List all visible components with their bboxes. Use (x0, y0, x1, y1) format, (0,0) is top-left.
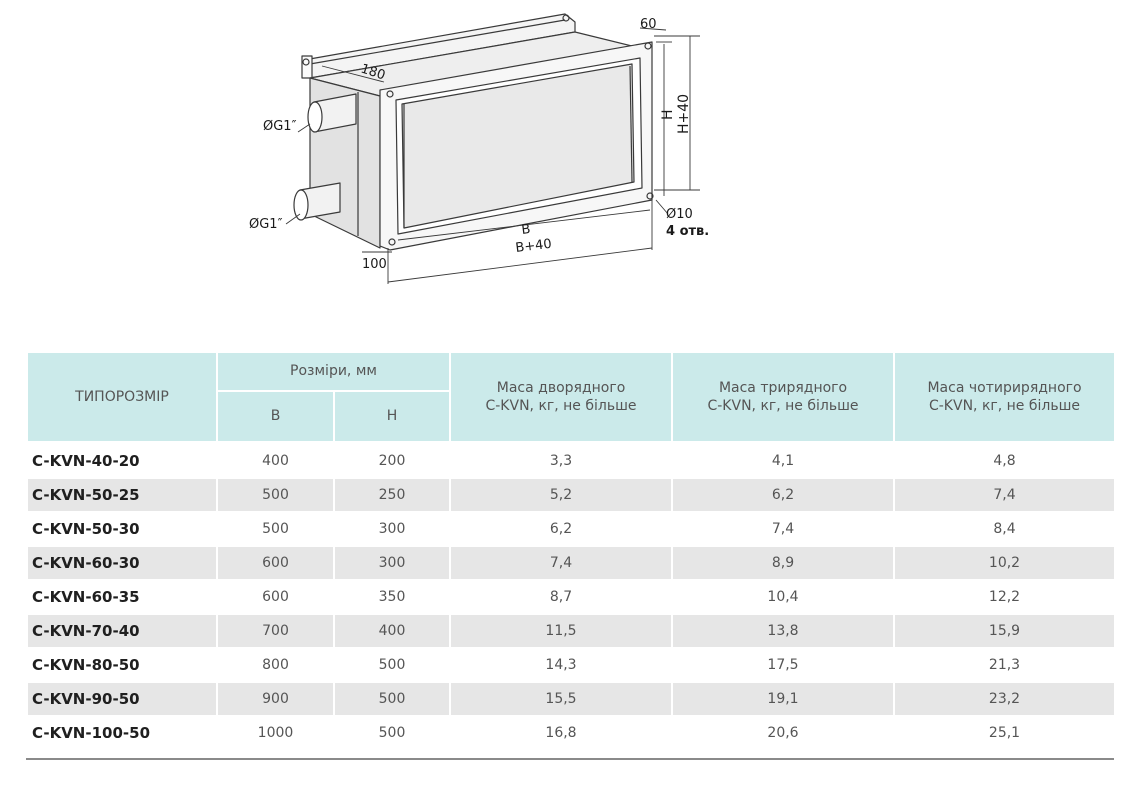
cell-h: 300 (335, 547, 450, 581)
pipe-top-label: ØG1″ (263, 119, 297, 134)
cell-mass-4row: 7,4 (895, 479, 1115, 513)
dim-h: H (660, 109, 676, 120)
table-row: C-KVN-50-25 500 250 5,2 6,2 7,4 (28, 479, 1115, 513)
cell-b: 1000 (218, 717, 333, 751)
cell-h: 500 (335, 717, 450, 751)
table-row: C-KVN-70-40 700 400 11,5 13,8 15,9 (28, 615, 1115, 649)
cell-mass-2row: 16,8 (451, 717, 672, 751)
cell-type: C-KVN-50-25 (28, 479, 216, 513)
table-row: C-KVN-60-30 600 300 7,4 8,9 10,2 (28, 547, 1115, 581)
cell-b: 600 (218, 581, 333, 615)
cell-mass-2row: 11,5 (451, 615, 672, 649)
cell-h: 500 (335, 683, 450, 717)
cell-mass-2row: 6,2 (451, 513, 672, 547)
header-mass-3row-line1: Маса трирядного (718, 379, 848, 396)
header-mass-4row-line2: C-KVN, кг, не більше (928, 398, 1081, 414)
cell-b: 700 (218, 615, 333, 649)
hole-count-label: 4 отв. (666, 224, 709, 239)
header-dimensions: Розміри, мм (218, 353, 450, 392)
cell-b: 800 (218, 649, 333, 683)
cell-mass-3row: 17,5 (673, 649, 894, 683)
table-row: C-KVN-80-50 800 500 14,3 17,5 21,3 (28, 649, 1115, 683)
dim-180: 180 (359, 62, 387, 84)
cell-b: 900 (218, 683, 333, 717)
cell-type: C-KVN-90-50 (28, 683, 216, 717)
cell-type: C-KVN-70-40 (28, 615, 216, 649)
cell-h: 300 (335, 513, 450, 547)
cell-mass-3row: 8,9 (673, 547, 894, 581)
cell-mass-2row: 8,7 (451, 581, 672, 615)
dim-100: 100 (362, 257, 387, 272)
header-b: B (218, 391, 333, 441)
cell-mass-4row: 8,4 (895, 513, 1115, 547)
cell-mass-2row: 15,5 (451, 683, 672, 717)
header-mass-3row-line2: C-KVN, кг, не більше (707, 398, 859, 414)
cell-mass-3row: 7,4 (673, 513, 894, 547)
cell-mass-4row: 21,3 (895, 649, 1115, 683)
hole-diameter-label: Ø10 (666, 207, 693, 222)
cell-mass-2row: 5,2 (451, 479, 672, 513)
cell-h: 400 (335, 615, 450, 649)
cell-mass-3row: 10,4 (673, 581, 894, 615)
cell-mass-3row: 4,1 (673, 441, 894, 479)
cell-mass-4row: 25,1 (895, 717, 1115, 751)
cell-mass-2row: 3,3 (451, 441, 672, 479)
cell-b: 500 (218, 479, 333, 513)
cell-mass-2row: 7,4 (451, 547, 672, 581)
header-mass-3row: Маса трирядного C-KVN, кг, не більше (673, 353, 894, 441)
pipe-bottom-label: ØG1″ (249, 217, 283, 232)
cell-h: 350 (335, 581, 450, 615)
cell-mass-3row: 13,8 (673, 615, 894, 649)
header-mass-2row: Маса дворядного C-KVN, кг, не більше (451, 353, 672, 441)
dim-b40: B+40 (515, 237, 553, 256)
cell-b: 400 (218, 441, 333, 479)
table-row: C-KVN-100-50 1000 500 16,8 20,6 25,1 (28, 717, 1115, 751)
cell-mass-4row: 10,2 (895, 547, 1115, 581)
cell-mass-3row: 20,6 (673, 717, 894, 751)
cell-mass-4row: 12,2 (895, 581, 1115, 615)
cell-mass-4row: 23,2 (895, 683, 1115, 717)
cell-b: 500 (218, 513, 333, 547)
header-mass-2row-line1: Маса дворядного (496, 379, 626, 396)
table-row: C-KVN-50-30 500 300 6,2 7,4 8,4 (28, 513, 1115, 547)
cell-type: C-KVN-60-30 (28, 547, 216, 581)
cell-mass-3row: 6,2 (673, 479, 894, 513)
cell-type: C-KVN-100-50 (28, 717, 216, 751)
cell-h: 250 (335, 479, 450, 513)
cell-type: C-KVN-40-20 (28, 441, 216, 479)
dim-h40: H+40 (676, 94, 692, 134)
cell-type: C-KVN-80-50 (28, 649, 216, 683)
table-row: C-KVN-40-20 400 200 3,3 4,1 4,8 (28, 441, 1115, 479)
cell-h: 200 (335, 441, 450, 479)
header-type: ТИПОРОЗМІР (28, 353, 216, 441)
cell-mass-2row: 14,3 (451, 649, 672, 683)
spec-table: ТИПОРОЗМІР Розміри, мм Маса дворядного C… (26, 353, 1116, 751)
header-mass-4row: Маса чотирирядного C-KVN, кг, не більше (895, 353, 1115, 441)
header-mass-2row-line2: C-KVN, кг, не більше (485, 398, 637, 414)
table-bottom-rule (26, 758, 1114, 760)
dim-b: B (521, 222, 532, 238)
cell-mass-4row: 4,8 (895, 441, 1115, 479)
cell-type: C-KVN-50-30 (28, 513, 216, 547)
header-mass-4row-line1: Маса чотирирядного (927, 379, 1082, 396)
cell-mass-4row: 15,9 (895, 615, 1115, 649)
technical-drawing: 180 60 H H+40 B B+40 100 ØG1″ ØG1″ Ø10 4… (249, 13, 709, 284)
dim-60: 60 (640, 17, 657, 32)
cell-b: 600 (218, 547, 333, 581)
header-h: H (335, 391, 450, 441)
table-row: C-KVN-90-50 900 500 15,5 19,1 23,2 (28, 683, 1115, 717)
cell-h: 500 (335, 649, 450, 683)
table-row: C-KVN-60-35 600 350 8,7 10,4 12,2 (28, 581, 1115, 615)
cell-type: C-KVN-60-35 (28, 581, 216, 615)
cell-mass-3row: 19,1 (673, 683, 894, 717)
